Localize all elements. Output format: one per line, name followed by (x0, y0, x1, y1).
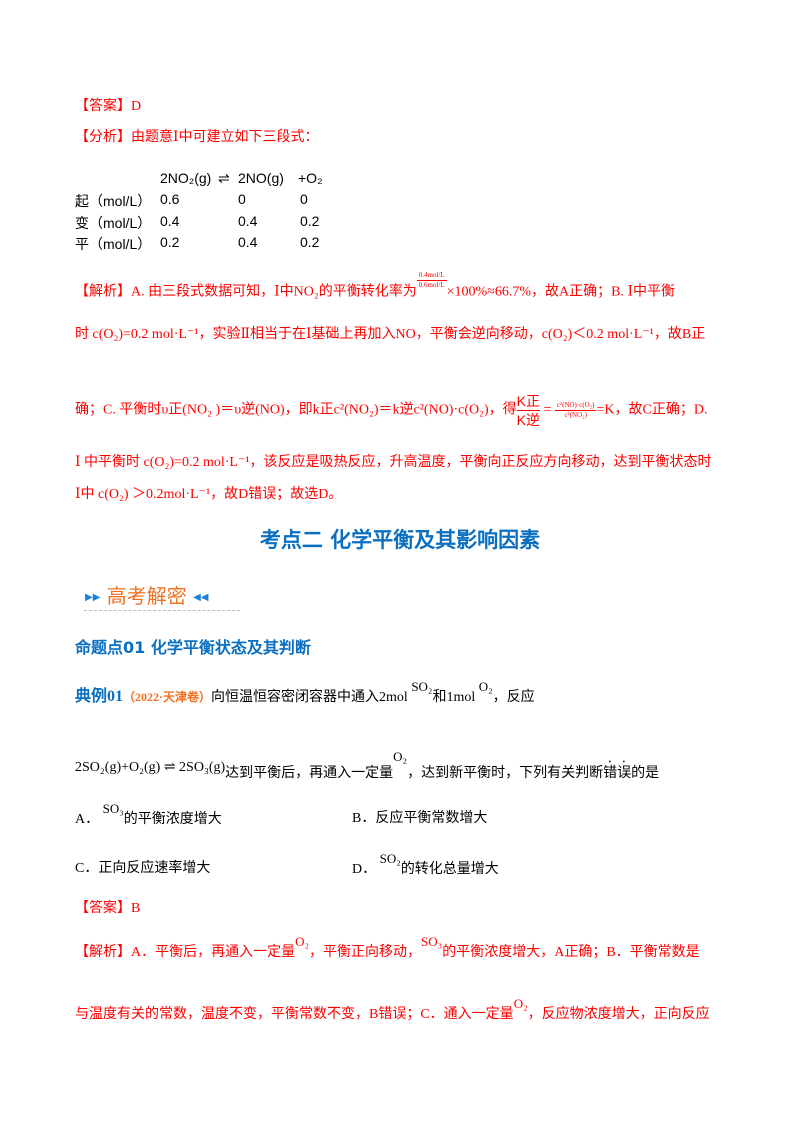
option-text: 的平衡浓度增大 (123, 812, 222, 827)
answer-value: B (131, 901, 141, 916)
chem-formula: O₂ (478, 679, 493, 694)
answer-value: D (131, 99, 142, 114)
chem-formula: O₂ (513, 996, 528, 1011)
option-text: 正向反应速率增大 (98, 861, 211, 876)
left-arrows-icon: ◀◀ (193, 592, 209, 603)
text: ，平衡正向移动， (309, 945, 422, 960)
explain-label: 【解析】 (75, 945, 131, 960)
numerator: K正 (516, 393, 540, 411)
cell: 0.2 (300, 234, 320, 250)
right-arrows-icon: ▶▶ (85, 592, 101, 603)
explain2-line1: 【解析】A．平衡后，再通入一定量O₂，平衡正向移动，SO₃的平衡浓度增大，A正确… (75, 934, 700, 962)
chem-formula: O₂ (295, 934, 310, 949)
denominator: 0.6mol/L (418, 281, 445, 289)
text: 向恒温恒容密闭容器中通入2mol (211, 690, 412, 705)
cell: 0.4 (238, 213, 258, 229)
text: 的平衡浓度增大，A正确；B．平衡常数是 (442, 945, 700, 960)
subsection-title: 命题点01 化学平衡状态及其判断 (75, 638, 311, 657)
text: ，反应物浓度增大，正向反应 (527, 1007, 710, 1022)
text: 确；C. 平衡时υ正(NO₂ )＝υ逆(NO)，即k正c²(NO₂)＝k逆c²(… (75, 402, 517, 418)
example-line2: 2SO₂(g)+O₂(g) ⇌ 2SO₃(g)达到平衡后，再通入一定量 O₂ ，达到… (75, 749, 659, 781)
row-label: 变（mol/L） (75, 215, 152, 231)
banner: ▶▶ 高考解密 ◀◀ (85, 580, 209, 609)
chem-formula: SO₃ (102, 801, 124, 816)
answer-line: 【答案】D (75, 98, 141, 116)
text: 的是 (631, 766, 660, 781)
answer2-line: 【答案】B (75, 900, 140, 918)
denominator: c²(NO₂) (564, 411, 587, 419)
explain2-line2: 与温度有关的常数，温度不变，平衡常数不变，B错误；C．通入一定量O₂，反应物浓度… (75, 996, 710, 1024)
emphasis-text: 错误 (603, 766, 632, 781)
explain1-line4: Ⅰ 中平衡时 c(O₂)=0.2 mol·L⁻¹，该反应是吸热反应，升高温度，平… (75, 455, 712, 470)
option-letter: D． (352, 862, 377, 877)
explain1-line2: 时 c(O₂)=0.2 mol·L⁻¹，实验Ⅱ相当于在Ⅰ基础上再加入NO，平衡会… (75, 327, 706, 342)
text: =K，故C正确；D. (596, 402, 708, 418)
chem-formula: SO₃ (421, 934, 443, 949)
cell: 0 (300, 191, 308, 207)
banner-text: 高考解密 (106, 584, 187, 608)
reaction-equation: 2SO₂(g)+O₂(g) ⇌ 2SO₃(g) (75, 760, 226, 775)
text: 和1mol (432, 690, 479, 705)
c-ratio-fraction: c²(NO)·c(O₂)c²(NO₂) (554, 401, 597, 420)
eq-reactant: 2NO₂(g) (160, 170, 212, 186)
answer-label: 【答案】 (75, 901, 131, 916)
option-letter: C． (75, 861, 99, 876)
cell: 0.2 (160, 234, 180, 250)
option-text: 反应平衡常数增大 (375, 811, 488, 826)
denominator: K逆 (516, 412, 540, 428)
row-label: 起（mol/L） (75, 193, 152, 209)
eq-arrow: ⇌ (218, 170, 230, 186)
banner-divider (84, 610, 240, 611)
chem-formula: O₂ (393, 749, 408, 764)
section-title: 考点二 化学平衡及其影响因素 (259, 528, 541, 552)
numerator: 0.4mol/L (416, 271, 447, 281)
text: A．平衡后，再通入一定量 (131, 945, 296, 960)
chem-formula: SO₂ (379, 851, 401, 866)
example-source: （2022·天津卷） (123, 690, 212, 704)
explain1-line5: Ⅰ中 c(O₂) ＞0.2mol·L⁻¹，故D错误；故选D。 (75, 487, 343, 502)
option-b[interactable]: B．反应平衡常数增大 (352, 810, 487, 828)
text: ×100%≈66.7%，故A正确；B. Ⅰ中平衡 (446, 284, 676, 300)
eq-product: 2NO(g) (238, 170, 284, 186)
cell: 0.4 (238, 234, 258, 250)
text: 与温度有关的常数，温度不变，平衡常数不变，B错误；C．通入一定量 (75, 1007, 514, 1022)
option-c[interactable]: C．正向反应速率增大 (75, 860, 210, 878)
option-letter: A． (75, 812, 100, 827)
answer-label: 【答案】 (75, 99, 131, 114)
option-text: 的转化总量增大 (400, 862, 499, 877)
cell: 0.4 (160, 213, 180, 229)
example-line1: 典例01（2022·天津卷）向恒温恒容密闭容器中通入2mol SO₂和1mol … (75, 679, 535, 707)
explain-label: 【解析】 (75, 284, 131, 300)
explain1-line3: 确；C. 平衡时υ正(NO₂ )＝υ逆(NO)，即k正c²(NO₂)＝k逆c²(… (75, 392, 708, 429)
text: ，反应 (492, 690, 535, 705)
analysis-line: 【分析】由题意Ⅰ中可建立如下三段式： (75, 129, 319, 147)
cell: 0.6 (160, 191, 180, 207)
row-label: 平（mol/L） (75, 236, 152, 252)
text: 达到平衡后，再通入一定量 (225, 766, 394, 781)
option-a[interactable]: A． SO₃的平衡浓度增大 (75, 801, 222, 829)
option-d[interactable]: D． SO₂的转化总量增大 (352, 851, 499, 879)
numerator: c²(NO)·c(O₂) (554, 401, 597, 411)
chem-formula: SO₂ (411, 679, 433, 694)
eq-product2: +O₂ (298, 170, 323, 186)
analysis-text: 由题意Ⅰ中可建立如下三段式： (131, 130, 319, 145)
example-label: 典例01 (75, 688, 124, 705)
analysis-label: 【分析】 (75, 130, 131, 145)
cell: 0 (238, 191, 246, 207)
option-letter: B． (352, 811, 376, 826)
text: A. 由三段式数据可知，Ⅰ中NO₂的平衡转化率为 (131, 284, 417, 300)
cell: 0.2 (300, 213, 320, 229)
text: ，达到新平衡时，下列有关判断 (407, 766, 604, 781)
